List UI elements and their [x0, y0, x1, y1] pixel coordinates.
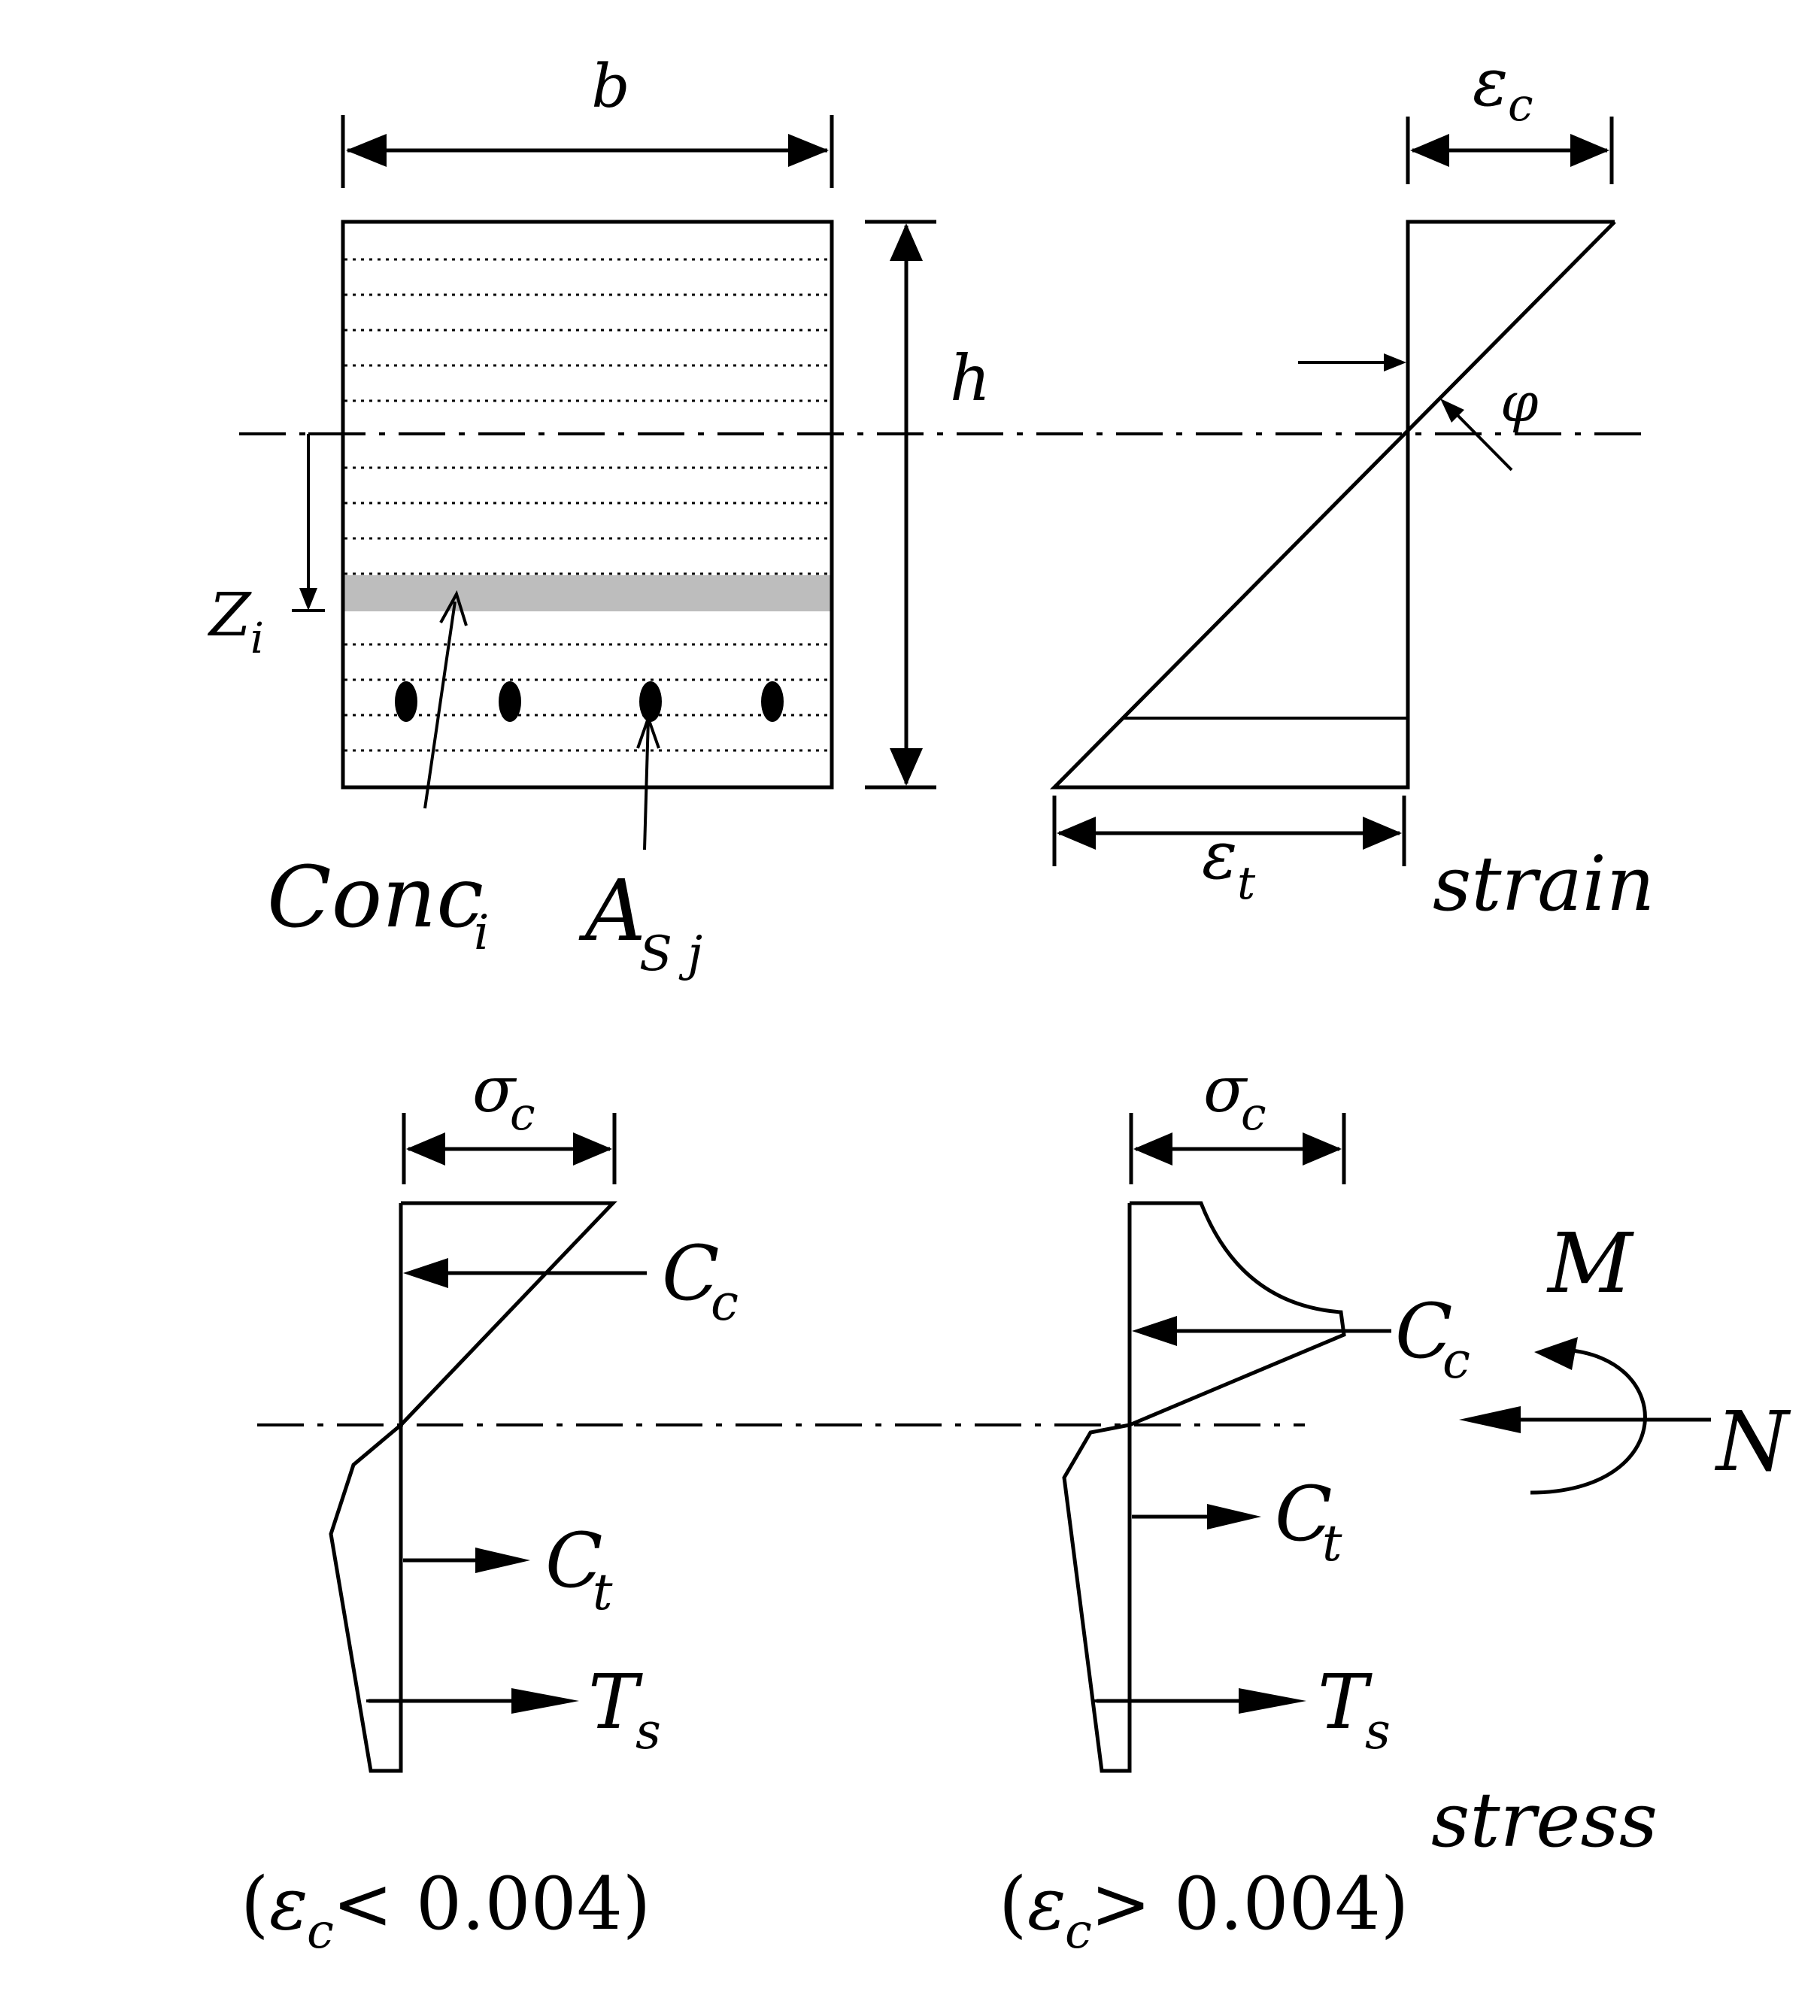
right-ct-label: C	[1275, 1470, 1333, 1558]
left-cc-sub: c	[711, 1274, 739, 1332]
right-stress-profile	[1062, 1201, 1346, 1773]
stress-diagram-plastic: σ c C c C t T s ( ε c > 0.004)	[999, 1053, 1470, 1960]
left-condition-rest: < 0.004)	[332, 1862, 651, 1946]
right-sigma-sub: c	[1241, 1088, 1266, 1141]
right-condition-eps: ε	[1027, 1862, 1066, 1946]
curvature-pointer	[1447, 405, 1513, 471]
bottom-strain-label: ε	[1202, 817, 1237, 894]
left-ts-label: T	[588, 1658, 643, 1746]
left-condition: ( ε c < 0.004)	[241, 1862, 651, 1960]
left-ts-sub: s	[635, 1702, 661, 1760]
right-cc-sub: c	[1442, 1332, 1470, 1390]
left-ts-arrow	[511, 1688, 579, 1714]
right-condition: ( ε c > 0.004)	[999, 1862, 1409, 1960]
stress-diagram-elastic: σ c C c C t T s ( ε c < 0.004)	[241, 1053, 739, 1960]
right-condition-sub: c	[1065, 1904, 1092, 1960]
left-condition-open: (	[241, 1862, 268, 1946]
right-ct-sub: t	[1322, 1514, 1342, 1572]
strain-diagram: ε c φ ε t strain	[1050, 44, 1655, 928]
left-sigma-sub: c	[510, 1088, 535, 1141]
right-cc-arrow	[1132, 1316, 1177, 1346]
width-dimension: b	[341, 51, 834, 188]
fiber-layers	[344, 258, 832, 752]
left-cc-arrow	[403, 1258, 448, 1288]
moment-arc	[1530, 1348, 1647, 1495]
right-ts-label: T	[1318, 1658, 1373, 1746]
right-ts-sub: s	[1365, 1702, 1391, 1760]
rebars	[395, 681, 784, 722]
section-outline	[341, 220, 834, 790]
left-ct-label: C	[545, 1517, 603, 1605]
curvature-label: φ	[1500, 371, 1539, 434]
height-dimension: h	[865, 220, 990, 790]
concrete-fiber-highlight	[344, 575, 832, 611]
concrete-fiber-label: Conc	[267, 849, 484, 947]
top-strain-dimension: ε c	[1406, 44, 1614, 184]
height-label: h	[950, 341, 990, 415]
steel-area-sub: S j	[639, 926, 702, 982]
left-ct-sub: t	[593, 1563, 613, 1621]
right-cc-label: C	[1395, 1287, 1453, 1375]
strain-profile	[1050, 220, 1616, 790]
concrete-fiber-sub: i	[474, 905, 489, 961]
depth-sub: i	[250, 614, 264, 663]
steel-area-label: A	[578, 862, 646, 960]
right-condition-open: (	[999, 1862, 1027, 1946]
top-strain-sub: c	[1508, 79, 1533, 132]
left-condition-sub: c	[307, 1904, 334, 1960]
bottom-strain-sub: t	[1237, 857, 1256, 910]
concrete-leader	[423, 590, 468, 809]
cross-section: b	[207, 51, 1651, 982]
stress-caption: stress	[1431, 1776, 1658, 1864]
left-sigma-dimension: σ c	[402, 1053, 617, 1184]
right-condition-rest: > 0.004)	[1090, 1862, 1409, 1946]
left-sigma-label: σ	[472, 1053, 517, 1126]
moment-label: M	[1546, 1215, 1634, 1311]
depth-label: Z	[207, 580, 252, 650]
left-cc-label: C	[662, 1229, 720, 1317]
external-forces: M N	[1459, 1215, 1791, 1495]
right-sigma-label: σ	[1203, 1053, 1248, 1126]
width-label: b	[591, 51, 629, 121]
axial-label: N	[1714, 1393, 1791, 1490]
steel-leader	[636, 713, 660, 850]
axial-arrow-head	[1459, 1406, 1521, 1433]
moment-arrow-head	[1534, 1337, 1578, 1370]
left-stress-profile	[329, 1201, 617, 1773]
left-condition-eps: ε	[269, 1862, 308, 1946]
bottom-strain-dimension: ε t	[1052, 796, 1406, 910]
fiber-depth-indicator: Z i	[207, 432, 343, 663]
top-strain-label: ε	[1473, 44, 1508, 121]
strain-caption: strain	[1433, 840, 1655, 928]
right-ct-arrow	[1207, 1504, 1261, 1529]
right-ts-arrow	[1239, 1688, 1306, 1714]
right-sigma-dimension: σ c	[1129, 1053, 1346, 1184]
left-ct-arrow	[475, 1548, 530, 1573]
